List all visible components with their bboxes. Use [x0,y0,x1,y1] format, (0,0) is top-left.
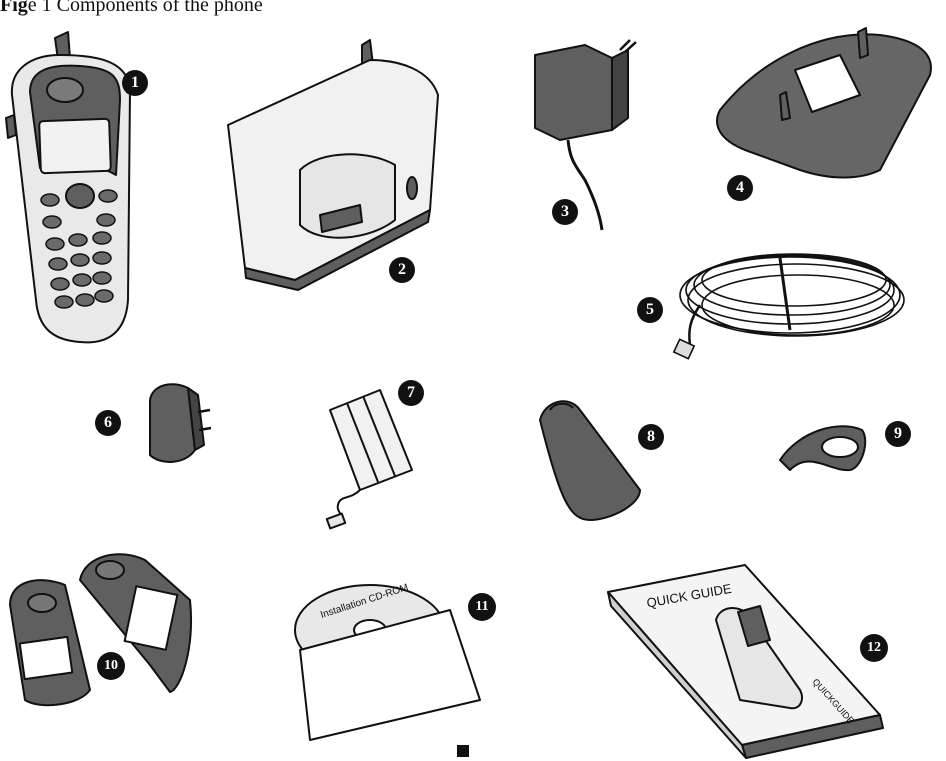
end-of-section-mark [457,745,469,757]
callout-9: 9 [885,421,911,447]
callout-2: 2 [389,257,415,283]
charger-illustration [717,28,931,178]
battery-pack-illustration [327,390,412,528]
callout-3: 3 [552,199,578,225]
caption-text: e 1 Components of the phone [28,0,263,16]
handset-illustration [6,32,130,342]
quick-guide-illustration [608,565,883,758]
callout-11: 11 [468,593,496,621]
callout-8: 8 [638,424,664,450]
callout-12: 12 [860,634,888,662]
pouch-illustration [540,401,640,520]
cover-shells-illustration [10,554,191,705]
callout-6: 6 [95,410,121,436]
caption-prefix: Fig [0,0,28,16]
callout-7: 7 [398,380,424,406]
callout-5: 5 [637,297,663,323]
belt-clip-illustration [780,426,865,470]
cd-rom-illustration [295,585,480,740]
callout-4: 4 [727,175,753,201]
plug-adapter-illustration [150,384,211,462]
figure-caption: Fige 1 Components of the phone [0,0,263,17]
callout-1: 1 [122,70,148,96]
callout-10: 10 [97,652,125,680]
power-adapter-illustration [535,40,636,230]
base-station-illustration [228,40,438,290]
phone-cable-illustration [674,254,904,359]
